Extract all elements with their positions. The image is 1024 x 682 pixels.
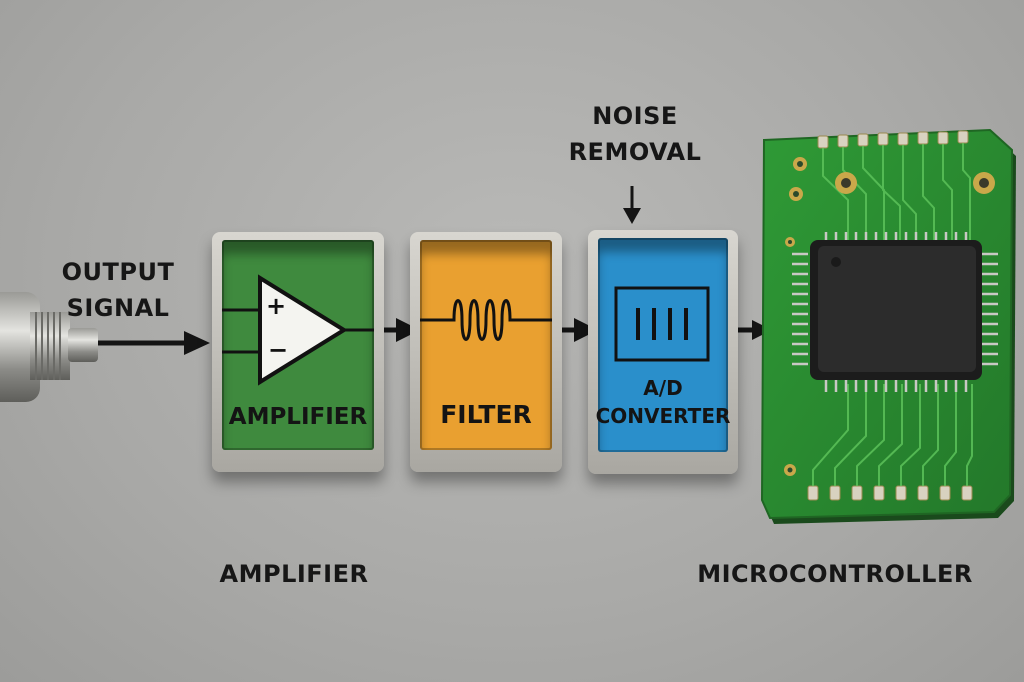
output-signal-label: OUTPUT SIGNAL <box>58 254 178 326</box>
filter-block-label: FILTER <box>440 400 532 429</box>
output-signal-line1: OUTPUT <box>61 258 175 286</box>
opamp-minus-sign: − <box>268 336 289 364</box>
amplifier-block-label: AMPLIFIER <box>228 404 368 430</box>
opamp-plus-sign: + <box>266 292 287 320</box>
microcontroller-board <box>760 128 1016 524</box>
noise-removal-label: NOISE REMOVAL <box>560 98 710 170</box>
opamp-icon <box>222 274 374 386</box>
filter-panel <box>420 240 552 450</box>
output-signal-line2: SIGNAL <box>66 294 170 322</box>
resistor-wave-icon <box>420 299 552 341</box>
adc-label-line2: CONVERTER <box>595 404 731 428</box>
noise-removal-line1: NOISE <box>592 102 678 130</box>
adc-panel <box>598 238 728 452</box>
adc-block-label: A/D CONVERTER <box>588 374 738 430</box>
amplifier-block: + − AMPLIFIER <box>212 232 384 472</box>
noise-removal-line2: REMOVAL <box>568 138 702 166</box>
adc-label-line1: A/D <box>643 376 683 400</box>
filter-block: FILTER <box>410 232 562 472</box>
bottom-microcontroller-label: MICROCONTROLLER <box>697 560 973 588</box>
bottom-amplifier-label: AMPLIFIER <box>219 560 369 588</box>
signal-arrows <box>98 186 772 355</box>
adc-bars-icon <box>614 286 710 362</box>
adc-block: A/D CONVERTER <box>588 230 738 474</box>
signal-connector <box>0 292 98 402</box>
